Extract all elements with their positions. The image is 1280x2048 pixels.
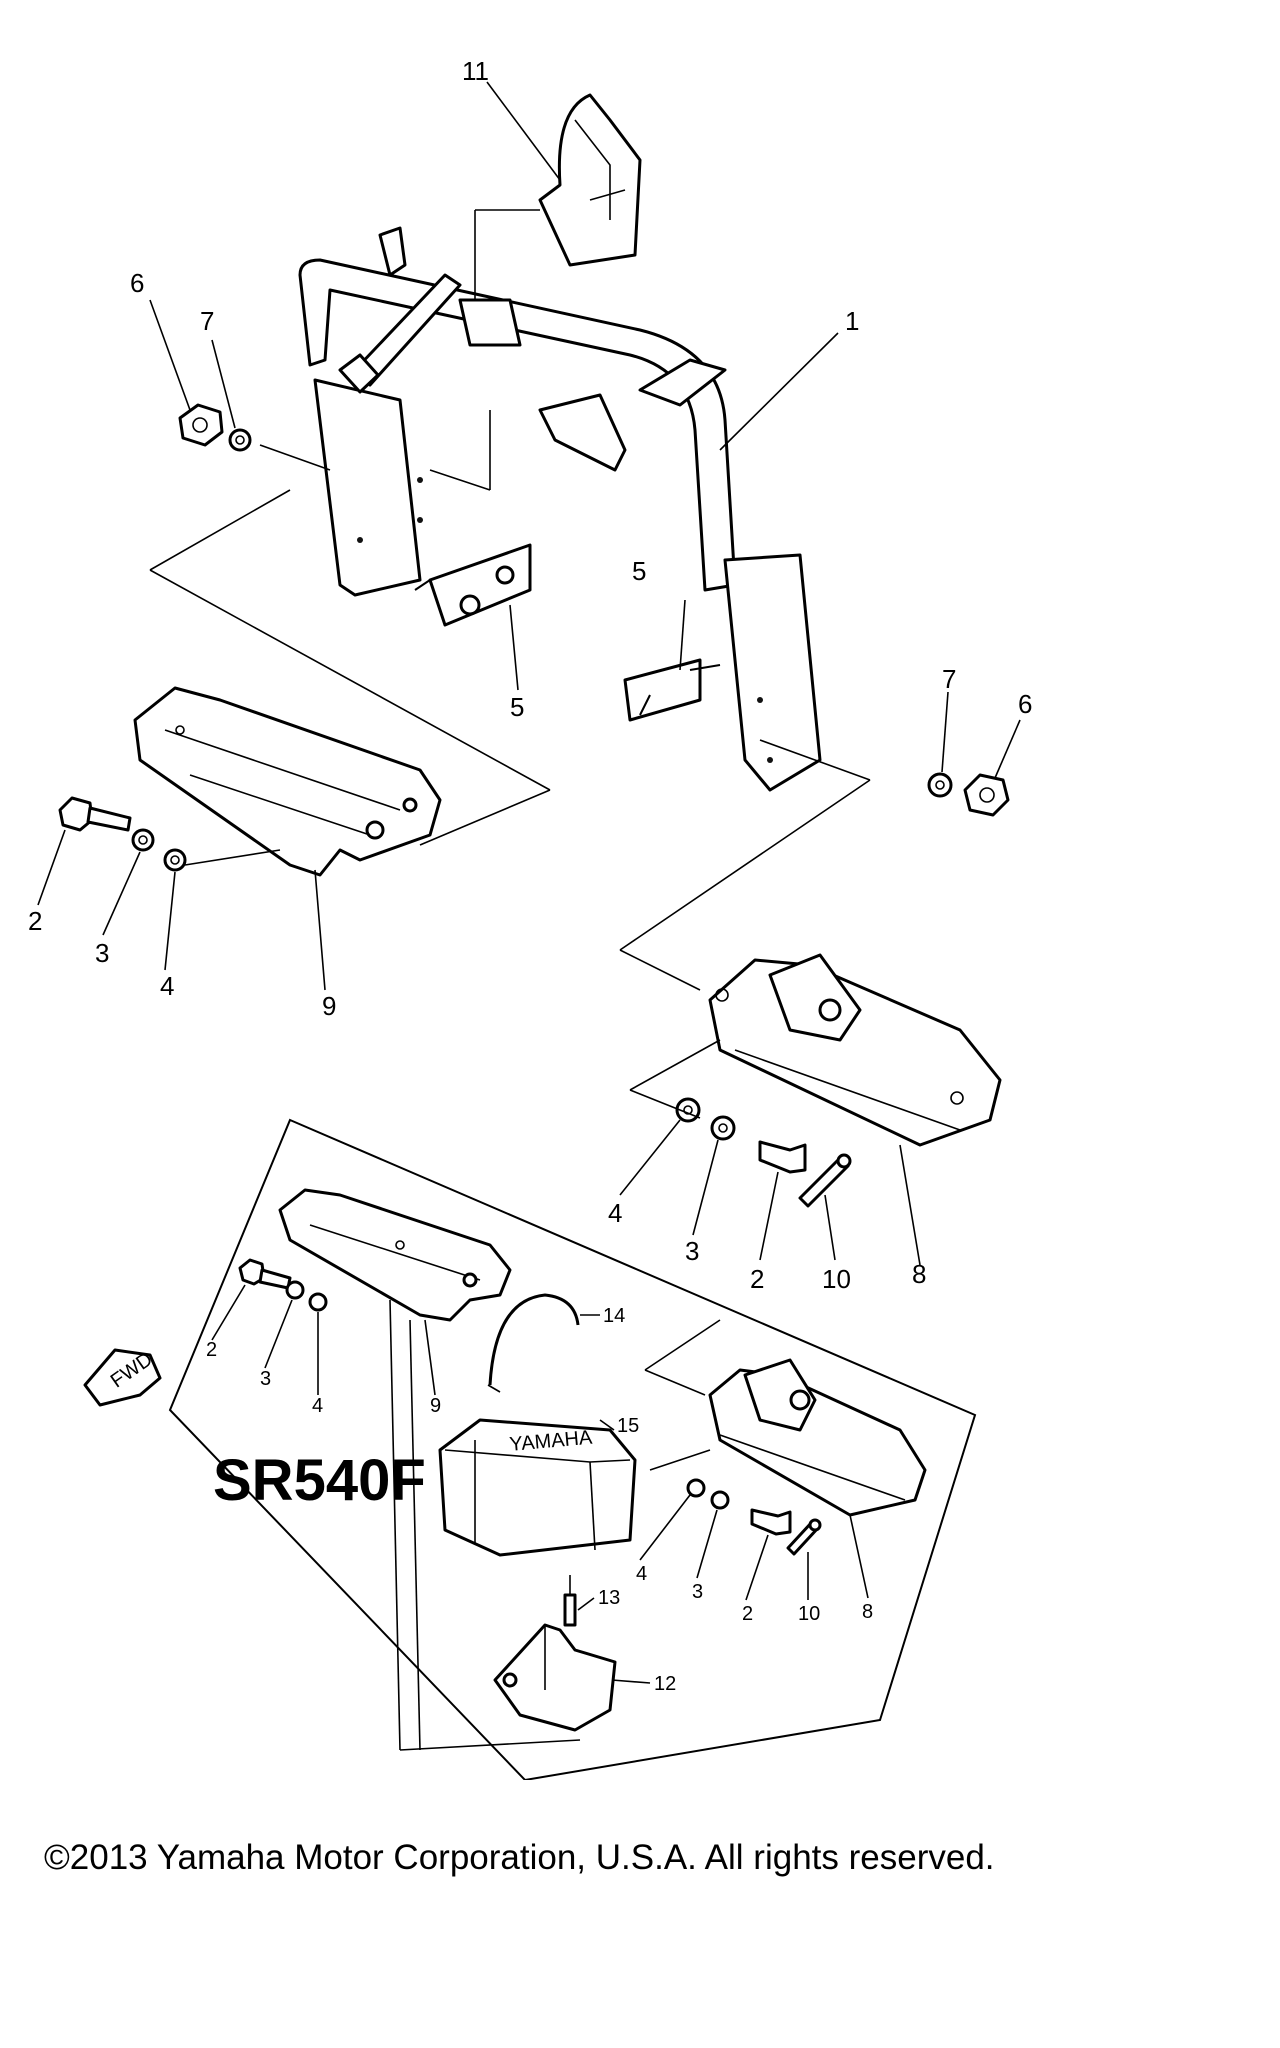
part-11-guard xyxy=(538,93,642,267)
part-9-bracket-upper xyxy=(133,686,442,877)
part-13-screw xyxy=(563,1593,577,1627)
callout-10: 10 xyxy=(822,1264,851,1294)
callout-12: 12 xyxy=(654,1673,676,1695)
callout-15: 15 xyxy=(617,1415,639,1437)
callout-4: 4 xyxy=(608,1198,622,1228)
callout-9: 9 xyxy=(430,1395,441,1417)
callout-3: 3 xyxy=(95,938,109,968)
nut-6-right xyxy=(963,773,1010,817)
part-8-bracket-upper xyxy=(708,953,1002,1147)
callout-5: 5 xyxy=(510,692,524,722)
reference-lines-upper xyxy=(149,209,871,1119)
washer-3-upper xyxy=(131,828,155,852)
callout-4: 4 xyxy=(160,971,174,1001)
part-1-frame xyxy=(298,226,822,792)
callout-3: 3 xyxy=(692,1581,703,1603)
copyright-notice: ©2013 Yamaha Motor Corporation, U.S.A. A… xyxy=(44,1838,995,1877)
callout-10: 10 xyxy=(798,1603,820,1625)
callout-4: 4 xyxy=(312,1395,323,1417)
callout-3: 3 xyxy=(685,1236,699,1266)
callout-leaders-upper xyxy=(37,81,1021,1266)
part-14-cable xyxy=(488,1293,580,1386)
sr540f-inset: FWD SR540F YAMAHA xyxy=(83,1118,977,1780)
callout-8: 8 xyxy=(912,1259,926,1289)
bolt-2-upper xyxy=(58,796,132,832)
callout-2: 2 xyxy=(750,1264,764,1294)
callout-7: 7 xyxy=(200,306,214,336)
callout-9: 9 xyxy=(322,991,336,1021)
callout-8: 8 xyxy=(862,1601,873,1623)
part-5-plate-right xyxy=(623,658,721,722)
part-5-plate-left xyxy=(414,543,532,627)
pin-10-mid xyxy=(798,1153,852,1208)
callout-2: 2 xyxy=(28,906,42,936)
callout-5: 5 xyxy=(632,556,646,586)
callout-6: 6 xyxy=(1018,689,1032,719)
callout-2: 2 xyxy=(206,1339,217,1361)
model-code: SR540F xyxy=(213,1448,426,1513)
callout-14: 14 xyxy=(603,1305,625,1327)
callout-3: 3 xyxy=(260,1368,271,1390)
nut-6-left xyxy=(178,403,224,447)
callout-11: 11 xyxy=(462,56,489,86)
fwd-arrow: FWD xyxy=(83,1348,162,1407)
callout-7: 7 xyxy=(942,664,956,694)
part-15-battery: YAMAHA xyxy=(438,1418,637,1557)
washer-3-mid xyxy=(710,1115,736,1141)
callout-6: 6 xyxy=(130,268,144,298)
callout-2: 2 xyxy=(742,1603,753,1625)
callout-numbers: 11 1 6 7 5 5 7 6 2 3 4 9 4 3 2 10 8 2 3 … xyxy=(28,56,1032,1695)
callout-4: 4 xyxy=(636,1563,647,1585)
callout-1: 1 xyxy=(845,306,859,336)
washer-4-upper xyxy=(163,848,187,872)
washer-7-right xyxy=(927,772,953,798)
callout-13: 13 xyxy=(598,1587,620,1609)
washer-7-left xyxy=(228,428,252,452)
parts-diagram: FWD SR540F YAMAHA xyxy=(28,56,1032,1780)
bolt-2-mid xyxy=(758,1140,807,1174)
part-12-holder xyxy=(493,1623,617,1732)
